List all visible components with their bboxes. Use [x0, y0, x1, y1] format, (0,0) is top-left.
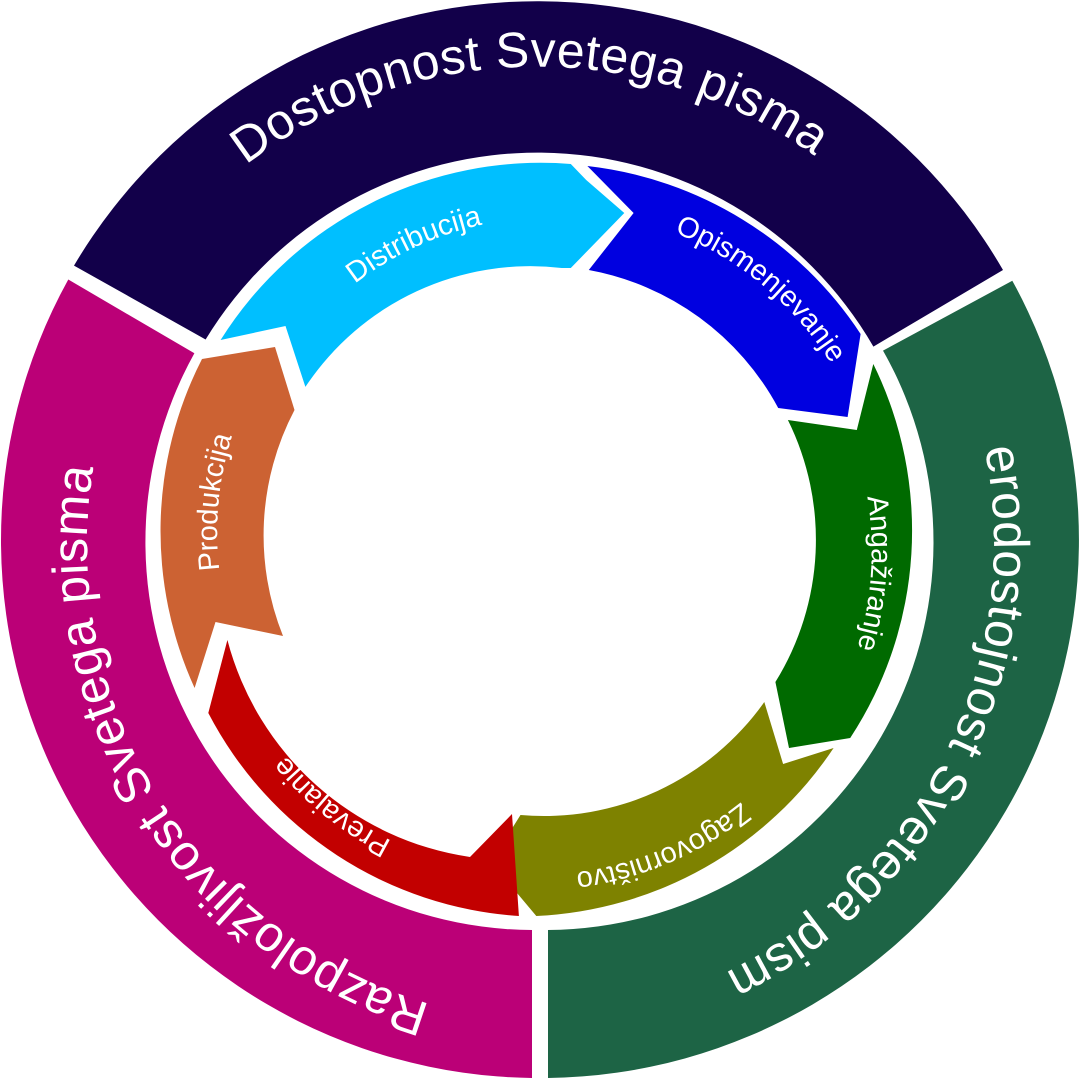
cycle-arrow-produkcija [160, 347, 295, 688]
cycle-arrow-zagovornistvo [491, 702, 834, 916]
outer-segment-razpoloznost [1, 279, 533, 1078]
outer-segment-verodostojnost [548, 280, 1079, 1078]
inner-cycle [160, 162, 913, 916]
cycle-arrow-distribucija [220, 162, 625, 387]
outer-segment-dostopnost [74, 1, 1003, 347]
cycle-arrow-opismenjevanje [587, 166, 861, 417]
cycle-arrow-prevajanje [208, 640, 519, 916]
cycle-arrow-angaziranje [775, 364, 913, 748]
